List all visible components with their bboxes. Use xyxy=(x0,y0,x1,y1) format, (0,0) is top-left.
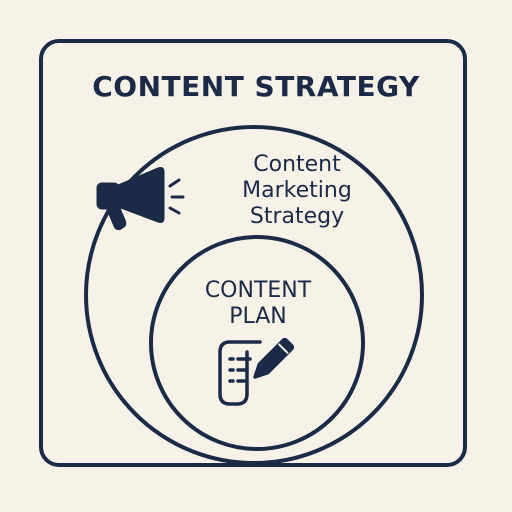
outer-frame xyxy=(39,39,467,467)
outer-label-line: Strategy xyxy=(249,204,345,229)
inner-label-line: CONTENT xyxy=(204,278,312,303)
inner-circle xyxy=(149,235,365,451)
inner-label-line: PLAN xyxy=(229,304,287,329)
outer-label-line: Content xyxy=(253,152,341,177)
outer-label-line: Marketing xyxy=(242,178,352,203)
diagram-title: CONTENT STRATEGY xyxy=(92,70,420,103)
outer-circle xyxy=(84,125,424,465)
document-pencil-icon xyxy=(218,337,295,406)
inner-circle-label: CONTENT PLAN xyxy=(178,278,338,330)
megaphone-icon xyxy=(96,167,185,231)
outer-circle-label: Content Marketing Strategy xyxy=(212,152,382,230)
